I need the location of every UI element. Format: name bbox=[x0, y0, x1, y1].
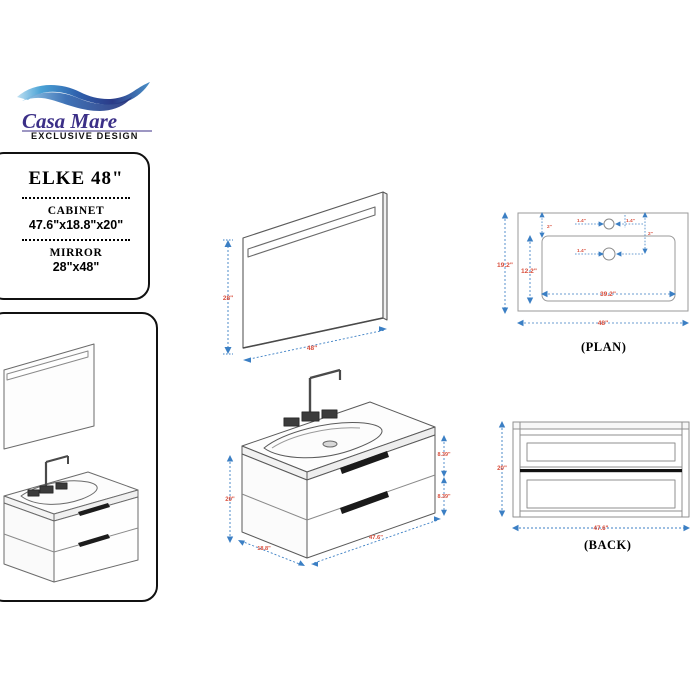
plan-hole-dimensions bbox=[539, 212, 648, 257]
back-upper-drawer-panel bbox=[526, 442, 676, 462]
spec-info-box: ELKE 48" CABINET 47.6"x18.8"x20" MIRROR … bbox=[0, 152, 150, 300]
mirror-side-edge bbox=[382, 191, 388, 321]
plan-basin-width-label: 39.2" bbox=[600, 291, 616, 298]
divider-2 bbox=[22, 239, 130, 241]
handle-top-illustration bbox=[78, 503, 110, 516]
back-view-caption: (BACK) bbox=[584, 538, 632, 552]
back-height-dimension bbox=[498, 421, 506, 517]
brand-logo: Casa Mare EXCLUSIVE DESIGN bbox=[14, 78, 162, 140]
plan-depth-label: 19.2" bbox=[497, 262, 513, 269]
plan-offset-d-label: 1.4" bbox=[577, 248, 586, 254]
product-illustration-panel bbox=[0, 312, 158, 602]
handle-bottom-illustration bbox=[78, 534, 110, 547]
plan-faucet-hole-top bbox=[603, 218, 615, 230]
brand-name: Casa Mare bbox=[22, 109, 117, 133]
mirror-label: MIRROR bbox=[49, 247, 103, 259]
handle-bottom-3d bbox=[340, 491, 389, 514]
mirror-light-strip bbox=[6, 350, 89, 381]
cabinet-label: CABINET bbox=[47, 205, 105, 217]
drawer-split-side bbox=[3, 533, 55, 553]
mirror-height-label: 28" bbox=[223, 295, 233, 302]
plan-depth-dimension bbox=[501, 212, 509, 314]
plan-basin-depth-dimension bbox=[526, 235, 534, 304]
bottom-drawer-height-label: 8.39" bbox=[437, 494, 450, 500]
plan-offset-a-label: 2" bbox=[547, 224, 552, 230]
logo-graphic: Casa Mare EXCLUSIVE DESIGN bbox=[17, 82, 152, 140]
vanity-drain bbox=[322, 440, 338, 448]
vanity-width-label: 47.6" bbox=[369, 535, 383, 541]
product-illustration bbox=[3, 343, 139, 583]
vanity-height-dimension bbox=[226, 455, 234, 543]
basin-inner-line bbox=[271, 427, 361, 449]
vanity-depth-dimension bbox=[238, 540, 305, 566]
faucet-illustration bbox=[27, 454, 69, 497]
mirror-height-dimension bbox=[223, 239, 233, 355]
mirror-bottom-edge bbox=[242, 317, 384, 349]
back-height-label: 20" bbox=[497, 465, 507, 472]
back-width-label: 47.6" bbox=[594, 525, 609, 532]
vanity-height-label: 20" bbox=[225, 497, 235, 503]
model-title: ELKE 48" bbox=[28, 168, 124, 189]
plan-basin-depth-label: 12.2" bbox=[521, 268, 537, 275]
mirror-dimensions: 28"x48" bbox=[52, 260, 100, 274]
top-drawer-height-label: 8.39" bbox=[437, 452, 450, 458]
plan-drain-hole bbox=[602, 247, 616, 261]
back-center-band bbox=[520, 469, 682, 473]
back-top-rail bbox=[512, 421, 690, 430]
plan-width-label: 48" bbox=[598, 320, 608, 327]
vanity-width-dimension bbox=[311, 516, 441, 567]
handle-top-3d bbox=[340, 451, 389, 474]
wave-icon bbox=[17, 82, 150, 105]
plan-basin-width-dimension bbox=[541, 290, 676, 298]
mirror-illustration bbox=[3, 343, 95, 450]
back-width-dimension bbox=[512, 524, 690, 532]
mirror-width-label: 48" bbox=[307, 345, 317, 352]
mirror-width-dimension bbox=[243, 326, 387, 363]
cabinet-dimensions: 47.6"x18.8"x20" bbox=[28, 218, 124, 232]
plan-view-caption: (PLAN) bbox=[581, 340, 627, 354]
plan-basin-outline bbox=[541, 235, 676, 302]
mirror-led-strip bbox=[247, 206, 376, 258]
vanity-3d-panel: 20" 8.39" 8.39" 18.8" bbox=[222, 368, 452, 567]
vanity-depth-label: 18.8" bbox=[257, 546, 271, 552]
divider-1 bbox=[22, 197, 130, 199]
mirror-drawing-panel: 28" 48" bbox=[215, 170, 440, 370]
drawer-divider-side bbox=[241, 493, 308, 521]
cabinet-front-3d bbox=[306, 434, 436, 559]
wave-icon-lower bbox=[22, 92, 132, 111]
back-view-panel: 20" 47.6" bbox=[482, 410, 694, 545]
back-lower-drawer-panel bbox=[526, 479, 676, 509]
plan-offset-c-label: 1.4" bbox=[626, 218, 635, 224]
plan-offset-e-label: 2" bbox=[648, 231, 653, 237]
plan-view-panel: 19.2" 12.2" 39.2" 48" bbox=[485, 195, 695, 340]
plan-width-dimension bbox=[517, 319, 689, 327]
brand-tagline: EXCLUSIVE DESIGN bbox=[31, 131, 138, 140]
plan-offset-b-label: 1.4" bbox=[577, 218, 586, 224]
drawer-height-dimensions bbox=[441, 435, 447, 516]
vanity-faucet bbox=[283, 368, 342, 427]
vanity-basin bbox=[263, 422, 383, 459]
